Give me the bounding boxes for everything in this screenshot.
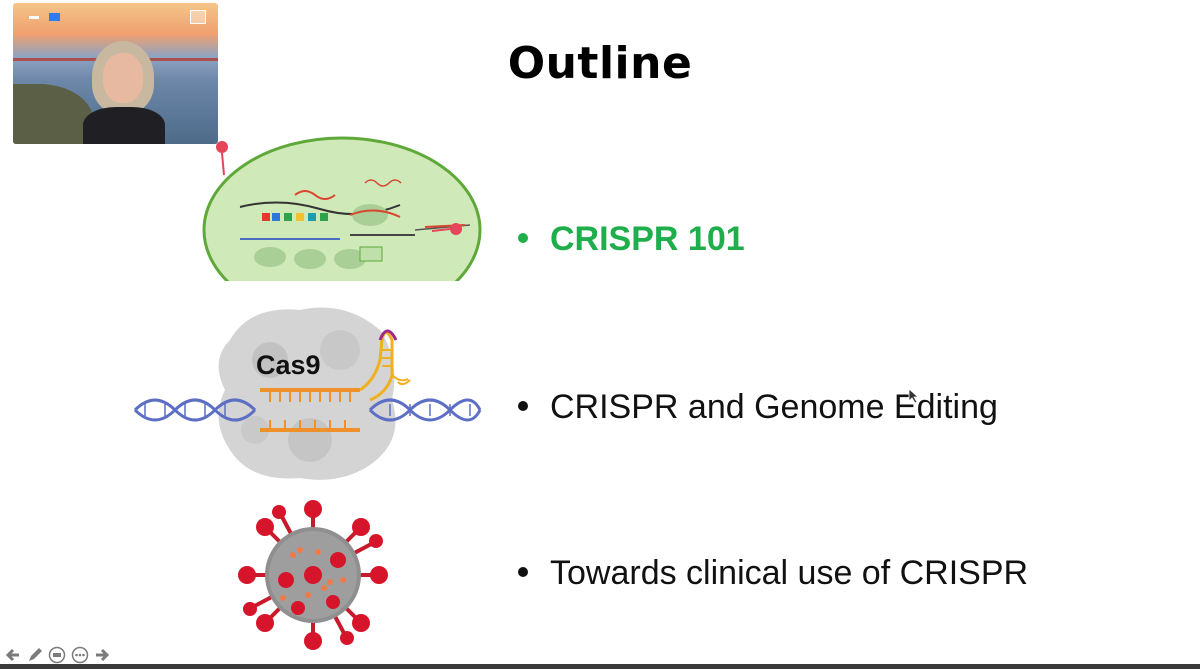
- cas9-label: Cas9: [256, 350, 321, 380]
- bullet-dot: [518, 233, 528, 244]
- presenter-body: [83, 107, 165, 144]
- bullet-clinical-use: Towards clinical use of CRISPR: [518, 554, 1028, 593]
- bullet-text: CRISPR and Genome Editing: [550, 388, 998, 426]
- bullet-genome-editing: CRISPR and Genome Editing: [518, 388, 998, 427]
- more-icon[interactable]: [71, 646, 89, 664]
- bullet-text: Towards clinical use of CRISPR: [550, 554, 1029, 592]
- minimize-icon[interactable]: [29, 16, 39, 19]
- bullet-dot: [518, 401, 528, 412]
- slideshow-toolbar: [0, 642, 130, 668]
- mouse-cursor-icon: [908, 388, 920, 404]
- crispr-cell-diagram: [202, 136, 482, 281]
- presenter-video-tile[interactable]: [13, 3, 218, 144]
- cas9-illustration: [133, 307, 482, 480]
- subtitles-icon[interactable]: [48, 646, 66, 664]
- camera-icon[interactable]: [49, 13, 60, 21]
- window-bottom-edge: [0, 664, 1200, 669]
- arrow-right-icon[interactable]: [93, 646, 111, 664]
- bullet-text: CRISPR 101: [550, 220, 745, 258]
- slide-title: Outline: [507, 38, 693, 89]
- virus-illustration: [238, 500, 388, 650]
- pen-icon[interactable]: [26, 646, 44, 664]
- view-toggle-icon[interactable]: [190, 10, 206, 24]
- bullet-dot: [518, 567, 528, 578]
- video-controls-bar: [13, 3, 218, 29]
- video-background-hill: [13, 84, 93, 144]
- bullet-crispr-101: CRISPR 101: [518, 220, 745, 259]
- presenter-face: [103, 53, 143, 103]
- arrow-left-icon[interactable]: [4, 646, 22, 664]
